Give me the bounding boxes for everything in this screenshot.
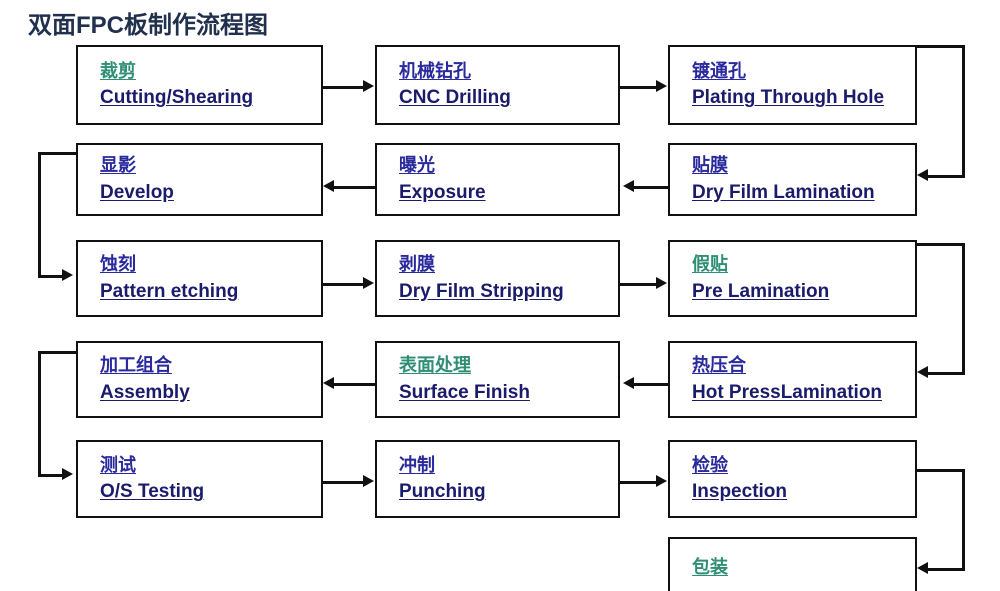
node-cutting-cn: 裁剪 — [100, 60, 136, 81]
node-assembly[interactable]: 加工组合 Assembly — [76, 341, 323, 418]
connector-assembly-exit — [38, 351, 78, 354]
node-surface-finish-cn: 表面处理 — [399, 355, 471, 376]
node-cutting-en: Cutting/Shearing — [100, 87, 254, 109]
arrowhead-cnc-to-plating — [656, 80, 667, 92]
node-punching[interactable]: 冲制 Punching — [375, 440, 620, 518]
node-dry-film-stripping[interactable]: 剥膜 Dry Film Stripping — [375, 240, 620, 317]
arrowhead-plating-to-dryfilm — [917, 169, 928, 181]
node-surface-finish[interactable]: 表面处理 Surface Finish — [375, 341, 620, 418]
node-os-testing-cn: 测试 — [100, 454, 136, 475]
arrowhead-inspection-to-packing — [917, 562, 928, 574]
node-pre-lamination-cn: 假贴 — [692, 254, 728, 275]
node-inspection[interactable]: 检验 Inspection — [668, 440, 917, 518]
node-packing-cn: 包装 — [692, 557, 728, 577]
node-cnc-drilling-en: CNC Drilling — [399, 87, 511, 109]
node-dry-film-stripping-en: Dry Film Stripping — [399, 280, 564, 302]
node-os-testing[interactable]: 测试 O/S Testing — [76, 440, 323, 518]
connector-prelam-exit — [915, 243, 965, 246]
node-dry-film-stripping-cn: 剥膜 — [399, 254, 435, 275]
node-cnc-drilling[interactable]: 机械钻孔 CNC Drilling — [375, 45, 620, 125]
node-cutting[interactable]: 裁剪 Cutting/Shearing — [76, 45, 323, 125]
node-pattern-etching[interactable]: 蚀刻 Pattern etching — [76, 240, 323, 317]
node-cnc-drilling-cn: 机械钻孔 — [399, 60, 471, 81]
node-hot-press-lamination-cn: 热压合 — [692, 355, 746, 376]
connector-assembly-vertical — [38, 351, 41, 477]
node-exposure-cn: 曝光 — [399, 155, 435, 176]
node-surface-finish-en: Surface Finish — [399, 381, 530, 403]
page-title: 双面FPC板制作流程图 — [28, 12, 268, 39]
arrowhead-stripping-to-prelam — [656, 277, 667, 289]
connector-inspection-vertical — [962, 469, 965, 571]
node-exposure-en: Exposure — [399, 181, 486, 203]
connector-punching-to-inspection — [620, 481, 658, 484]
connector-inspection-exit — [915, 469, 965, 472]
connector-dryfilm-to-exposure — [634, 186, 668, 189]
node-pre-lamination-en: Pre Lamination — [692, 280, 830, 302]
node-pre-lamination[interactable]: 假贴 Pre Lamination — [668, 240, 917, 317]
node-assembly-en: Assembly — [100, 381, 190, 403]
arrowhead-hotpress-to-surface — [623, 377, 634, 389]
connector-stripping-to-prelam — [620, 283, 658, 286]
connector-testing-to-punching — [323, 481, 364, 484]
connector-prelam-vertical — [962, 243, 965, 374]
node-inspection-cn: 检验 — [692, 454, 728, 475]
connector-exposure-to-develop — [334, 186, 375, 189]
node-plating-through-hole-en: Plating Through Hole — [692, 87, 885, 109]
arrowhead-dryfilm-to-exposure — [623, 180, 634, 192]
connector-develop-to-etching — [38, 275, 64, 278]
node-plating-through-hole-cn: 镀通孔 — [692, 60, 746, 81]
connector-surface-to-assembly — [334, 383, 375, 386]
connector-cutting-to-cnc — [323, 86, 364, 89]
node-punching-en: Punching — [399, 481, 486, 503]
arrowhead-punching-to-inspection — [656, 475, 667, 487]
node-packing[interactable]: 包装 — [668, 537, 917, 591]
connector-develop-vertical — [38, 152, 41, 278]
arrowhead-etching-to-stripping — [363, 277, 374, 289]
connector-plating-exit — [915, 45, 965, 48]
arrowhead-exposure-to-develop — [323, 180, 334, 192]
connector-develop-exit — [38, 152, 78, 155]
arrowhead-assembly-to-testing — [62, 468, 73, 480]
arrowhead-prelam-to-hotpress — [917, 366, 928, 378]
node-hot-press-lamination-en: Hot PressLamination — [692, 381, 883, 403]
node-develop-en: Develop — [100, 181, 174, 203]
node-punching-cn: 冲制 — [399, 454, 435, 475]
node-develop[interactable]: 显影 Develop — [76, 143, 323, 216]
node-exposure[interactable]: 曝光 Exposure — [375, 143, 620, 216]
node-os-testing-en: O/S Testing — [100, 481, 205, 503]
node-plating-through-hole[interactable]: 镀通孔 Plating Through Hole — [668, 45, 917, 125]
node-dry-film-lamination[interactable]: 贴膜 Dry Film Lamination — [668, 143, 917, 216]
node-dry-film-lamination-en: Dry Film Lamination — [692, 181, 875, 203]
connector-hotpress-to-surface — [634, 383, 668, 386]
node-pattern-etching-en: Pattern etching — [100, 280, 239, 302]
node-inspection-en: Inspection — [692, 481, 788, 503]
node-hot-press-lamination[interactable]: 热压合 Hot PressLamination — [668, 341, 917, 418]
arrowhead-testing-to-punching — [363, 475, 374, 487]
connector-assembly-to-testing — [38, 474, 64, 477]
arrowhead-develop-to-etching — [62, 269, 73, 281]
connector-etching-to-stripping — [323, 283, 364, 286]
connector-inspection-to-packing — [928, 568, 965, 571]
node-pattern-etching-cn: 蚀刻 — [100, 254, 136, 275]
arrowhead-surface-to-assembly — [323, 377, 334, 389]
connector-prelam-to-hotpress — [928, 372, 965, 375]
connector-plating-vertical — [962, 45, 965, 178]
connector-cnc-to-plating — [620, 86, 658, 89]
node-develop-cn: 显影 — [100, 155, 136, 176]
arrowhead-cutting-to-cnc — [363, 80, 374, 92]
connector-plating-to-dryfilm — [928, 175, 965, 178]
node-assembly-cn: 加工组合 — [100, 355, 172, 376]
node-dry-film-lamination-cn: 贴膜 — [692, 155, 728, 176]
